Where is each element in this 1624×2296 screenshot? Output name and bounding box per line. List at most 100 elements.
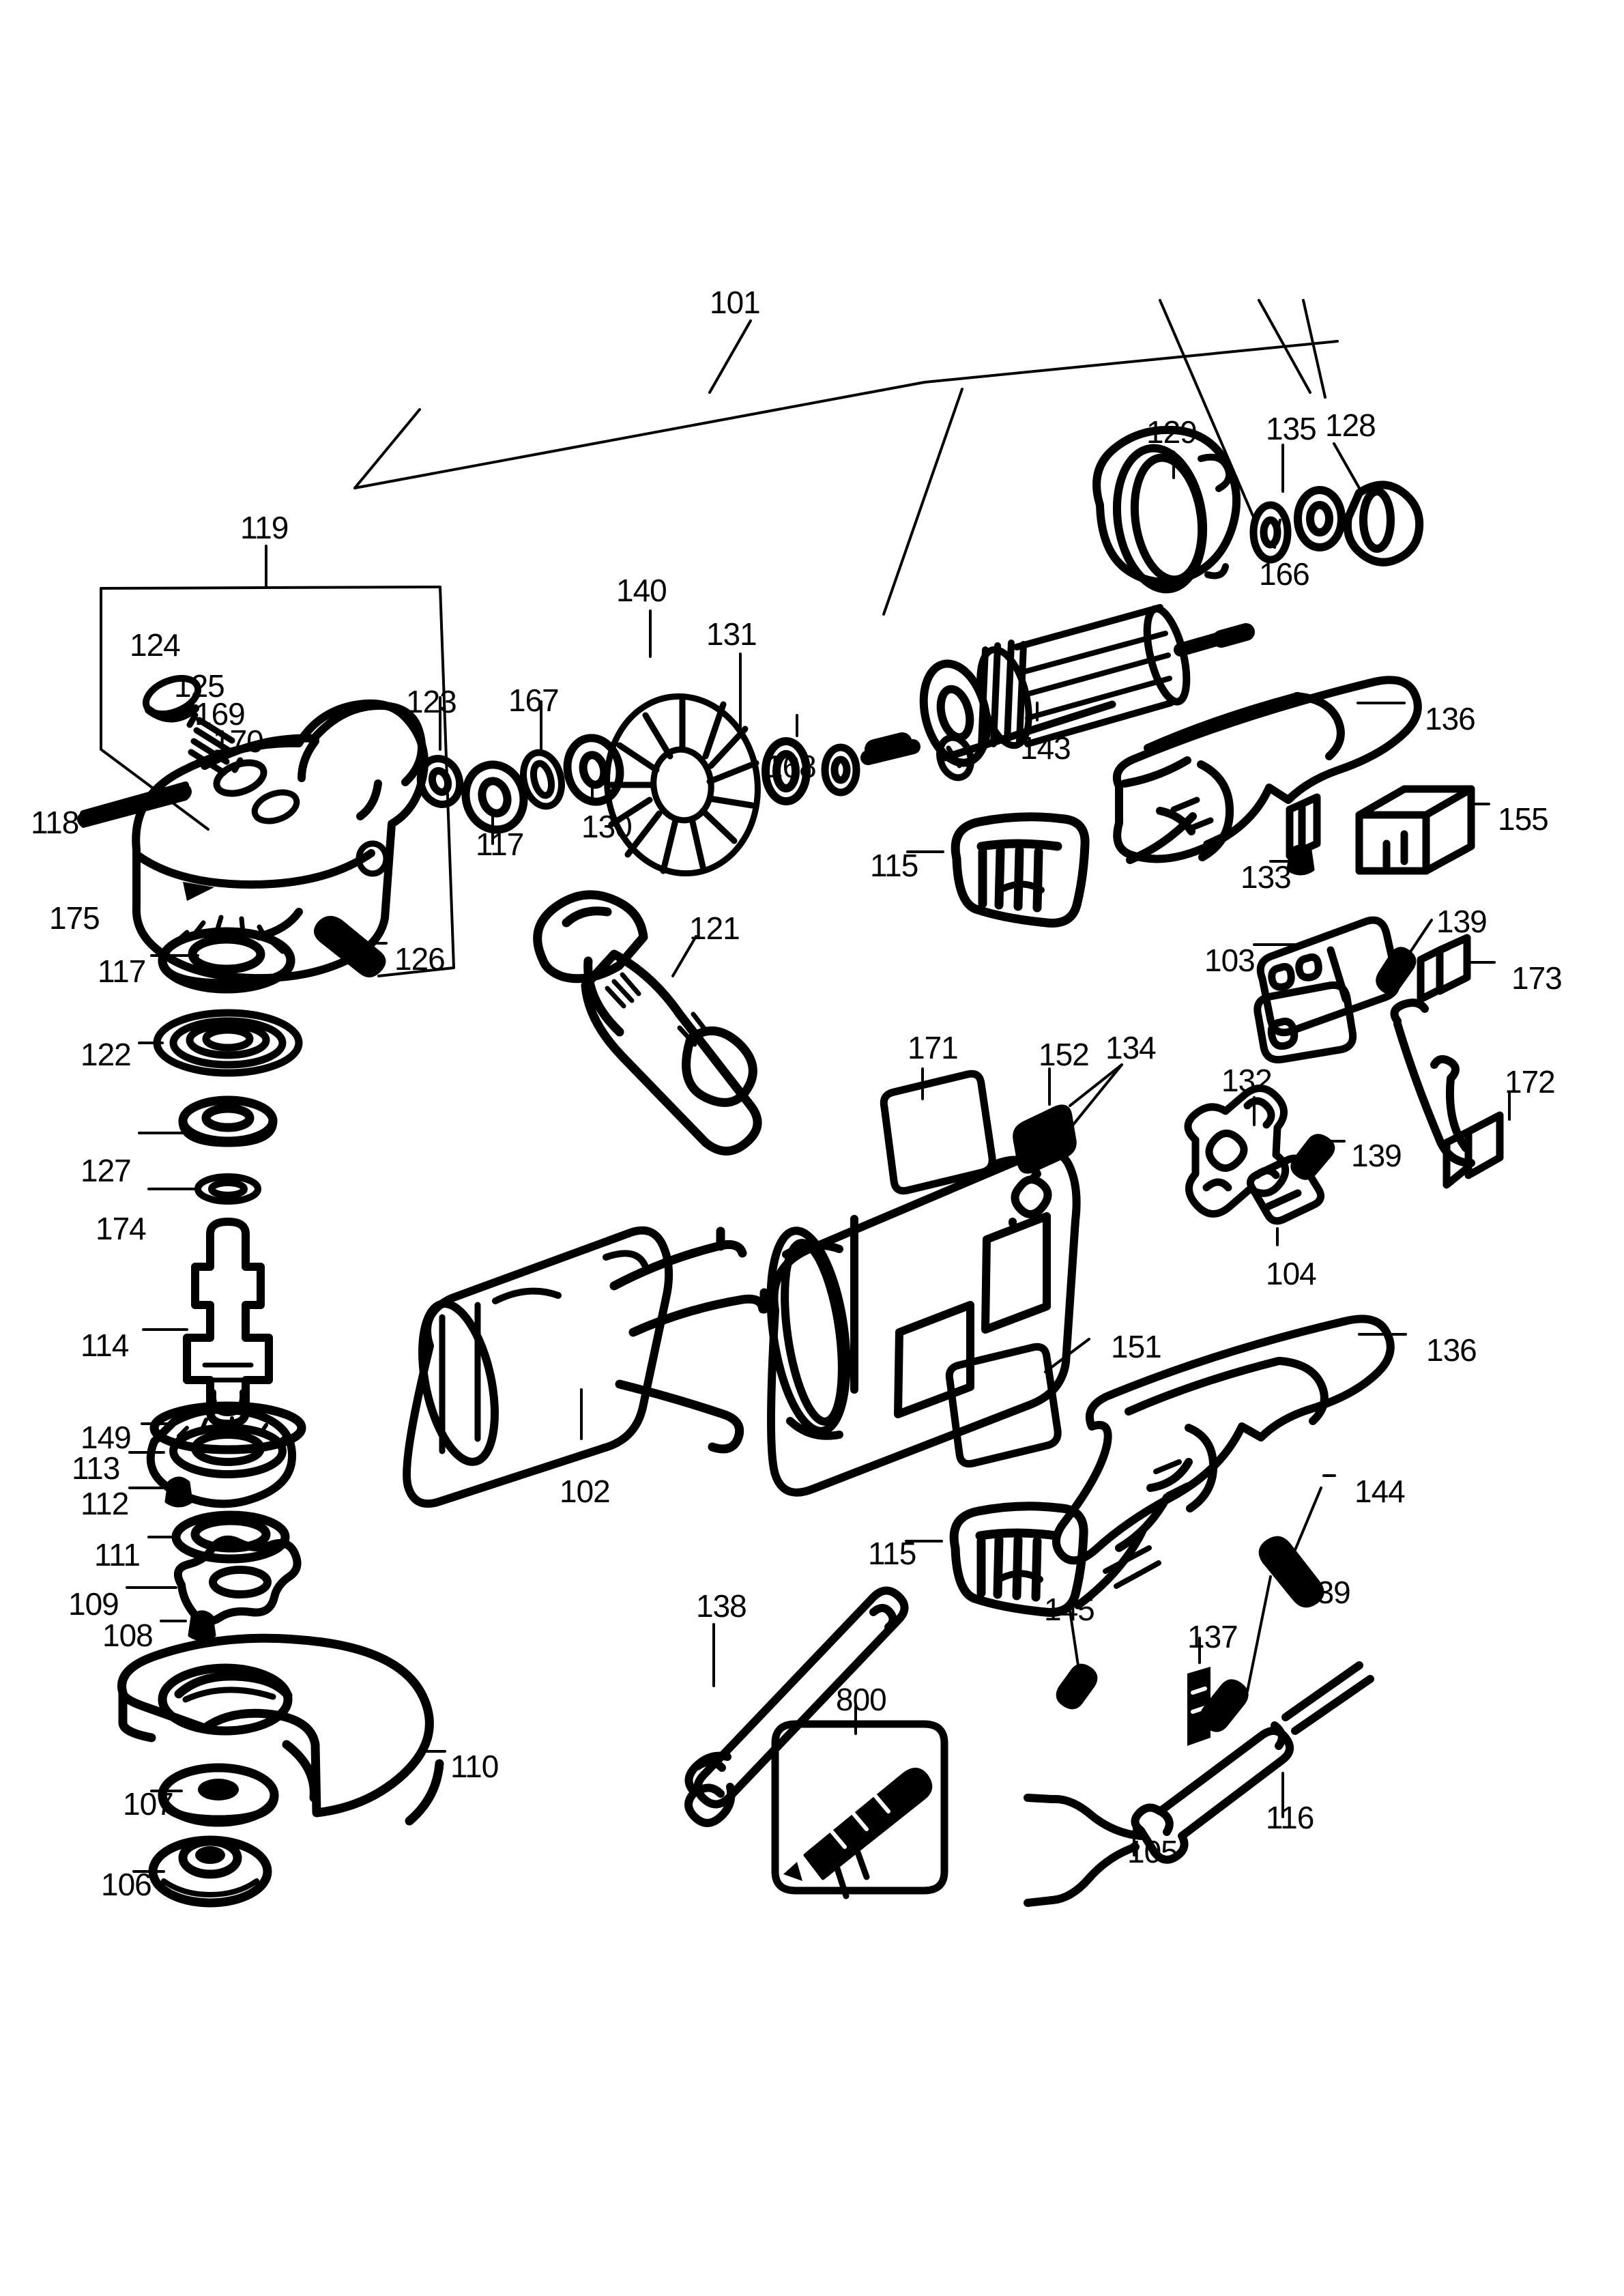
part-128 <box>1343 480 1424 566</box>
callout-171: 171 <box>908 1030 959 1065</box>
callout-117-a: 117 <box>476 827 524 862</box>
callout-167: 167 <box>508 683 560 718</box>
callout-170: 170 <box>213 723 264 759</box>
callout-139-a: 139 <box>1436 904 1488 939</box>
callout-114: 114 <box>81 1328 129 1363</box>
callout-145: 145 <box>1044 1592 1095 1627</box>
callout-152: 152 <box>1039 1037 1090 1072</box>
callout-115-b: 115 <box>868 1536 916 1571</box>
part-131 <box>762 737 811 805</box>
callout-102: 102 <box>560 1474 611 1509</box>
part-108 <box>188 1610 216 1641</box>
part-140 <box>604 693 761 877</box>
callout-172: 172 <box>1505 1064 1556 1100</box>
callout-116: 116 <box>1266 1800 1314 1835</box>
part-168 <box>821 743 860 797</box>
callout-133: 133 <box>1241 859 1292 895</box>
callout-143: 143 <box>1020 730 1071 766</box>
part-125 <box>213 759 267 797</box>
part-129 <box>1092 425 1241 594</box>
callout-132: 132 <box>1221 1063 1273 1098</box>
callout-166: 166 <box>1259 556 1310 592</box>
callout-117-b: 117 <box>98 953 146 989</box>
callout-111: 111 <box>94 1537 141 1573</box>
callout-107: 107 <box>123 1786 174 1822</box>
part-145 <box>1056 1663 1098 1710</box>
callout-113: 113 <box>72 1450 120 1486</box>
part-114 <box>183 1218 273 1428</box>
callout-109: 109 <box>68 1586 119 1622</box>
callout-118: 118 <box>31 805 79 840</box>
part-130 <box>563 734 624 806</box>
callout-168: 168 <box>766 749 817 784</box>
part-127 <box>178 1095 278 1147</box>
part-800 <box>771 1720 948 1895</box>
part-144 <box>1258 1536 1324 1608</box>
part-117-upper <box>461 760 528 834</box>
callout-124: 124 <box>130 627 181 663</box>
callout-131: 131 <box>706 616 757 652</box>
part-brush-small <box>1286 793 1321 860</box>
bracket-101 <box>353 340 1339 489</box>
callout-169: 169 <box>194 696 246 732</box>
part-138 <box>684 1586 909 1827</box>
part-136-upper <box>1112 676 1422 864</box>
callout-123: 123 <box>406 684 457 719</box>
part-104 <box>1246 1154 1325 1225</box>
callout-138: 138 <box>696 1588 747 1624</box>
callout-104: 104 <box>1266 1256 1317 1291</box>
callout-175: 175 <box>49 900 100 936</box>
callout-136: 136 <box>1425 701 1476 736</box>
callout-139-c: 139 <box>1300 1575 1351 1610</box>
part-152 <box>1013 1104 1077 1174</box>
part-110 <box>117 1633 444 1826</box>
callout-129: 129 <box>1146 414 1198 450</box>
part-139-c <box>1200 1679 1249 1732</box>
callout-110: 110 <box>450 1749 499 1784</box>
callout-149: 149 <box>81 1420 132 1455</box>
part-102 <box>403 1226 673 1508</box>
part-121 <box>533 890 762 1156</box>
part-173 <box>1417 934 1471 1003</box>
callout-122: 122 <box>81 1037 132 1072</box>
callout-126: 126 <box>394 941 446 977</box>
part-166 <box>1249 501 1292 564</box>
part-118 <box>77 781 192 828</box>
part-109 <box>173 1535 302 1626</box>
callout-101: 101 <box>710 285 761 320</box>
part-134 <box>766 1147 1081 1497</box>
callout-136-b: 136 <box>1426 1332 1477 1368</box>
callout-128: 128 <box>1325 407 1376 443</box>
callout-108: 108 <box>102 1618 154 1653</box>
part-115-upper <box>951 812 1090 928</box>
part-172 <box>1390 999 1475 1167</box>
part-112 <box>164 1476 193 1508</box>
part-139-a <box>1376 947 1417 994</box>
callout-151: 151 <box>1111 1329 1162 1364</box>
part-106 <box>148 1835 272 1908</box>
part-126 <box>314 916 386 977</box>
callout-134: 134 <box>1105 1030 1157 1065</box>
part-155 <box>1355 785 1475 875</box>
part-174 <box>194 1173 261 1205</box>
part-102-leads <box>609 1226 769 1454</box>
callout-119: 119 <box>240 510 289 545</box>
part-132 <box>1184 1085 1290 1218</box>
callout-174: 174 <box>96 1211 147 1246</box>
part-143 <box>936 700 1116 781</box>
part-170 <box>251 789 300 824</box>
callout-112: 112 <box>81 1486 129 1521</box>
callout-144: 144 <box>1354 1474 1406 1509</box>
part-136-lower <box>1052 1315 1395 1609</box>
part-124 <box>142 674 202 723</box>
part-171 <box>880 1070 996 1195</box>
callout-121: 121 <box>689 910 740 946</box>
callout-135: 135 <box>1266 411 1317 446</box>
callout-105: 105 <box>1127 1834 1178 1869</box>
part-101-armature <box>860 604 1255 767</box>
part-135 <box>1294 486 1346 551</box>
part-103 <box>1253 916 1401 1064</box>
part-172-connector <box>1442 1111 1504 1189</box>
